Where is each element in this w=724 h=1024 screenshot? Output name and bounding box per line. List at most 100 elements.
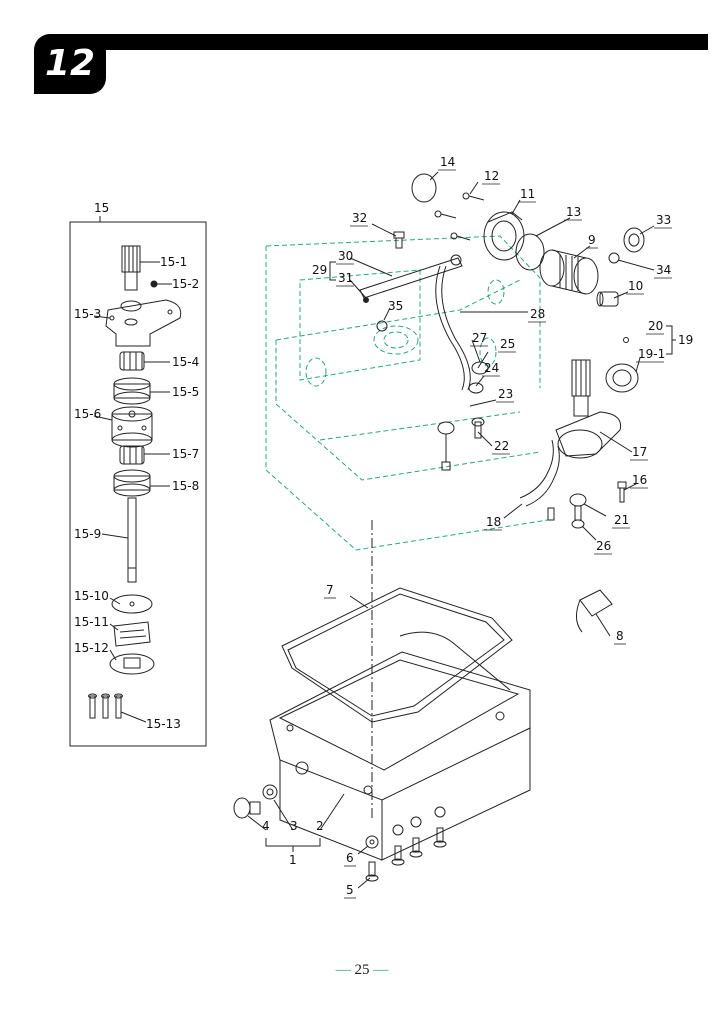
page-number-text: 25 bbox=[354, 962, 370, 978]
part-18-hose bbox=[519, 439, 554, 499]
part-7-gasket bbox=[281, 587, 513, 723]
part-5-bolts bbox=[365, 827, 447, 882]
part-15-8-ring-gear bbox=[113, 469, 151, 497]
part-34-washer bbox=[608, 252, 620, 264]
part-15-9-shaft bbox=[127, 497, 137, 583]
part-10-plug bbox=[596, 291, 619, 307]
label-15-9: 15-9 bbox=[74, 527, 101, 541]
part-23-connector bbox=[437, 421, 455, 471]
label-19-1: 19-1 bbox=[638, 347, 665, 361]
part-14-o-ring bbox=[411, 173, 437, 203]
label-20: 20 bbox=[648, 319, 663, 333]
label-15-13: 15-13 bbox=[146, 717, 181, 731]
label-30: 30 bbox=[338, 249, 353, 263]
part-15-13-screws bbox=[88, 693, 123, 719]
label-19: 19 bbox=[678, 333, 693, 347]
inset-title-label: 15 bbox=[94, 201, 109, 215]
part-16-screw bbox=[617, 481, 627, 503]
label-15-1: 15-1 bbox=[160, 255, 187, 269]
label-15-3: 15-3 bbox=[74, 307, 101, 321]
label-1: 1 bbox=[289, 853, 297, 867]
part-32-bolt bbox=[393, 231, 405, 249]
part-15-3-housing bbox=[105, 299, 182, 347]
label-3: 3 bbox=[290, 819, 298, 833]
label-35: 35 bbox=[388, 299, 403, 313]
part-12-screws bbox=[434, 192, 485, 241]
label-12: 12 bbox=[484, 169, 499, 183]
page-dash-right: — bbox=[373, 962, 389, 978]
label-7: 7 bbox=[326, 583, 334, 597]
part-15-11-gasket bbox=[113, 621, 151, 647]
label-17: 17 bbox=[632, 445, 647, 459]
part-15-6-pump-body bbox=[111, 406, 153, 448]
label-8: 8 bbox=[616, 629, 624, 643]
part-15-4-gear bbox=[119, 351, 145, 371]
part-bolt-small bbox=[547, 507, 555, 521]
label-6: 6 bbox=[346, 851, 354, 865]
part-26-bolt bbox=[571, 505, 585, 529]
label-15-8: 15-8 bbox=[172, 479, 199, 493]
chapter-tab: 12 bbox=[34, 34, 106, 94]
label-16: 16 bbox=[632, 473, 647, 487]
label-27: 27 bbox=[472, 331, 487, 345]
label-21: 21 bbox=[614, 513, 629, 527]
label-9: 9 bbox=[588, 233, 596, 247]
part-9-oil-filter bbox=[539, 249, 599, 295]
label-24: 24 bbox=[484, 361, 499, 375]
part-13-seal bbox=[515, 233, 545, 271]
part-15-1-gear-shaft bbox=[121, 245, 141, 291]
label-14: 14 bbox=[440, 155, 455, 169]
part-31-pin bbox=[363, 297, 369, 303]
part-35-nut bbox=[376, 320, 388, 332]
part-20-screw bbox=[623, 337, 629, 343]
part-6-washers bbox=[365, 806, 446, 849]
label-11: 11 bbox=[520, 187, 535, 201]
part-33-cap bbox=[623, 227, 645, 253]
label-15-11: 15-11 bbox=[74, 615, 109, 629]
label-2: 2 bbox=[316, 819, 324, 833]
label-15-10: 15-10 bbox=[74, 589, 109, 603]
label-22: 22 bbox=[494, 439, 509, 453]
page-number: — 25 — bbox=[0, 962, 724, 979]
label-29: 29 bbox=[312, 263, 327, 277]
label-33: 33 bbox=[656, 213, 671, 227]
part-3-washer bbox=[262, 784, 278, 800]
label-15-7: 15-7 bbox=[172, 447, 199, 461]
part-28-oil-pipe bbox=[435, 265, 465, 391]
header-bar bbox=[96, 34, 708, 50]
part-15-5-ring-gear bbox=[113, 377, 151, 405]
part-8-plug bbox=[576, 589, 613, 633]
part-15-2-ball bbox=[150, 280, 158, 288]
label-31: 31 bbox=[338, 271, 353, 285]
label-26: 26 bbox=[596, 539, 611, 553]
label-15-5: 15-5 bbox=[172, 385, 199, 399]
part-21-fitting bbox=[569, 493, 587, 507]
label-28: 28 bbox=[530, 307, 545, 321]
label-15-6: 15-6 bbox=[74, 407, 101, 421]
inset-box-15 bbox=[69, 221, 207, 747]
label-5: 5 bbox=[346, 883, 354, 897]
chapter-number: 12 bbox=[44, 43, 96, 84]
machine-base-outline bbox=[265, 235, 549, 551]
label-4: 4 bbox=[262, 819, 270, 833]
part-4-drain-plug bbox=[233, 797, 261, 819]
label-32: 32 bbox=[352, 211, 367, 225]
part-15-12-cover bbox=[109, 653, 155, 675]
label-34: 34 bbox=[656, 263, 671, 277]
part-22-bolt bbox=[471, 417, 485, 439]
part-2-oil-pan bbox=[269, 631, 531, 861]
label-15-12: 15-12 bbox=[74, 641, 109, 655]
label-25: 25 bbox=[500, 337, 515, 351]
part-11-filter-housing bbox=[483, 211, 525, 261]
label-10: 10 bbox=[628, 279, 643, 293]
page-dash-left: — bbox=[335, 962, 351, 978]
label-15-4: 15-4 bbox=[172, 355, 199, 369]
label-underlines bbox=[324, 169, 672, 899]
part-15-10-plate bbox=[111, 594, 153, 614]
part-17-oil-pump bbox=[555, 359, 622, 459]
label-18: 18 bbox=[486, 515, 501, 529]
part-15-7-gear bbox=[119, 445, 145, 465]
label-15-2: 15-2 bbox=[172, 277, 199, 291]
label-23: 23 bbox=[498, 387, 513, 401]
